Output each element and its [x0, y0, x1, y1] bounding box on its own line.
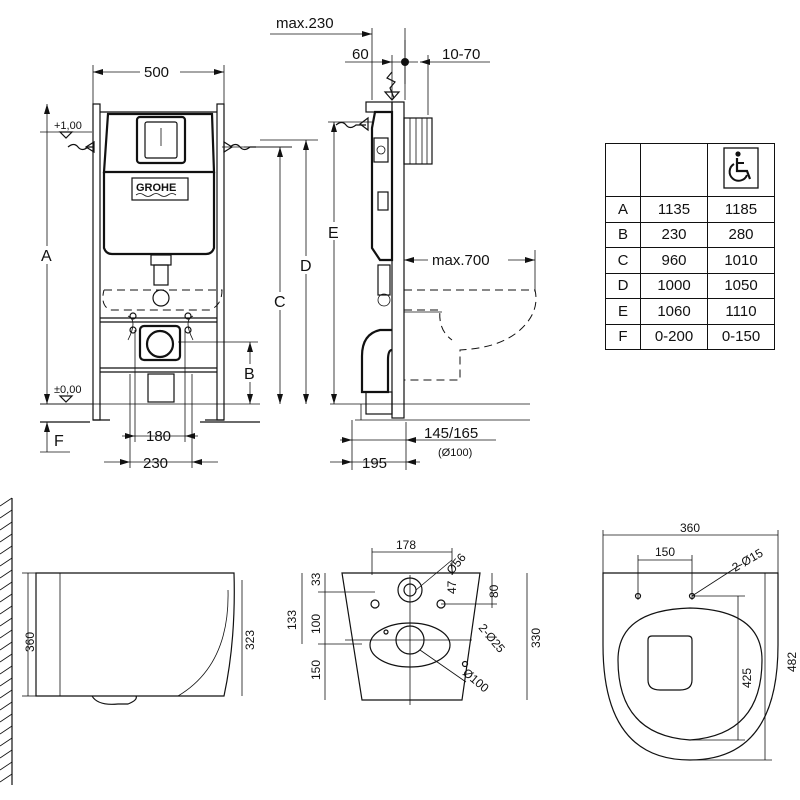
- level-bottom-label: ±0,00: [54, 384, 81, 396]
- dim-230: 230: [143, 455, 168, 472]
- dim-c-label: C: [274, 294, 286, 311]
- row-label: A: [605, 196, 641, 223]
- table-header-row: [605, 143, 775, 197]
- dim-f-label: F: [54, 433, 64, 450]
- row-standard: 960: [640, 247, 708, 274]
- dim-top-holes: 2-Ø15: [730, 546, 766, 575]
- row-accessible: 1185: [707, 196, 775, 223]
- dim-back-330: 330: [529, 628, 543, 648]
- dim-a-label: A: [41, 248, 52, 265]
- dim-top-425: 425: [740, 668, 754, 688]
- table-header-accessible: [707, 143, 775, 197]
- dim-180: 180: [146, 428, 171, 445]
- bowl-back-view: 178 Ø56 33 133 100 150 47 80 330 2-Ø25 Ø…: [285, 538, 543, 705]
- side-view: max.230 60 10-70: [270, 15, 537, 472]
- table-row: D 1000 1050: [605, 272, 775, 299]
- dim-back-178: 178: [396, 538, 416, 552]
- row-label: D: [605, 272, 641, 299]
- dim-back-150: 150: [309, 660, 323, 680]
- row-standard: 1000: [640, 272, 708, 299]
- dim-top-360: 360: [680, 521, 700, 535]
- dim-e-label: E: [328, 225, 339, 242]
- table-header-empty: [605, 143, 641, 197]
- dim-d-label: D: [300, 258, 312, 275]
- dim-max-700: max.700: [432, 252, 490, 269]
- row-standard: 1135: [640, 196, 708, 223]
- dim-back-47: 47: [445, 580, 459, 594]
- brand-logo: GROHE: [136, 182, 176, 194]
- dim-back-80: 80: [487, 584, 501, 598]
- row-accessible: 1110: [707, 298, 775, 325]
- row-accessible: 280: [707, 221, 775, 248]
- front-view: GROHE +1,00 ±0,00: [40, 62, 318, 472]
- dim-top-482: 482: [785, 652, 799, 672]
- dim-back-133: 133: [285, 610, 299, 630]
- bowl-top-view: 360 150 2-Ø15 425 482: [602, 521, 799, 761]
- row-label: E: [605, 298, 641, 325]
- row-standard: 0-200: [640, 323, 708, 350]
- row-label: C: [605, 247, 641, 274]
- dim-top-150: 150: [655, 545, 675, 559]
- table-row: F 0-200 0-150: [605, 323, 775, 350]
- dim-max-230: max.230: [276, 15, 334, 32]
- dim-500: 500: [144, 64, 169, 81]
- row-standard: 1060: [640, 298, 708, 325]
- row-label: B: [605, 221, 641, 248]
- table-header-standard: [640, 143, 708, 197]
- dim-60: 60: [352, 46, 369, 63]
- dim-bowl-360: 360: [23, 632, 37, 652]
- dim-back-100: 100: [309, 614, 323, 634]
- dim-195: 195: [362, 455, 387, 472]
- dim-back-holes: 2-Ø25: [476, 621, 508, 656]
- dim-d100-pipe: (Ø100): [438, 447, 472, 459]
- table-row: E 1060 1110: [605, 298, 775, 325]
- row-accessible: 1010: [707, 247, 775, 274]
- dim-back-33: 33: [309, 572, 323, 586]
- table-row: A 1135 1185: [605, 196, 775, 223]
- dim-145-165: 145/165: [424, 425, 478, 442]
- dim-b-label: B: [244, 366, 255, 383]
- level-top-label: +1,00: [54, 120, 82, 132]
- row-accessible: 1050: [707, 272, 775, 299]
- table-row: B 230 280: [605, 221, 775, 248]
- row-standard: 230: [640, 221, 708, 248]
- wheelchair-icon: [723, 147, 759, 189]
- table-row: C 960 1010: [605, 247, 775, 274]
- dim-bowl-323: 323: [243, 630, 257, 650]
- bowl-side-view: 360 323: [0, 497, 257, 785]
- dim-10-70: 10-70: [442, 46, 480, 63]
- row-label: F: [605, 323, 641, 350]
- row-accessible: 0-150: [707, 323, 775, 350]
- dimension-table: A 1135 1185 B 230 280 C 960 1010 D 1000 …: [605, 143, 775, 350]
